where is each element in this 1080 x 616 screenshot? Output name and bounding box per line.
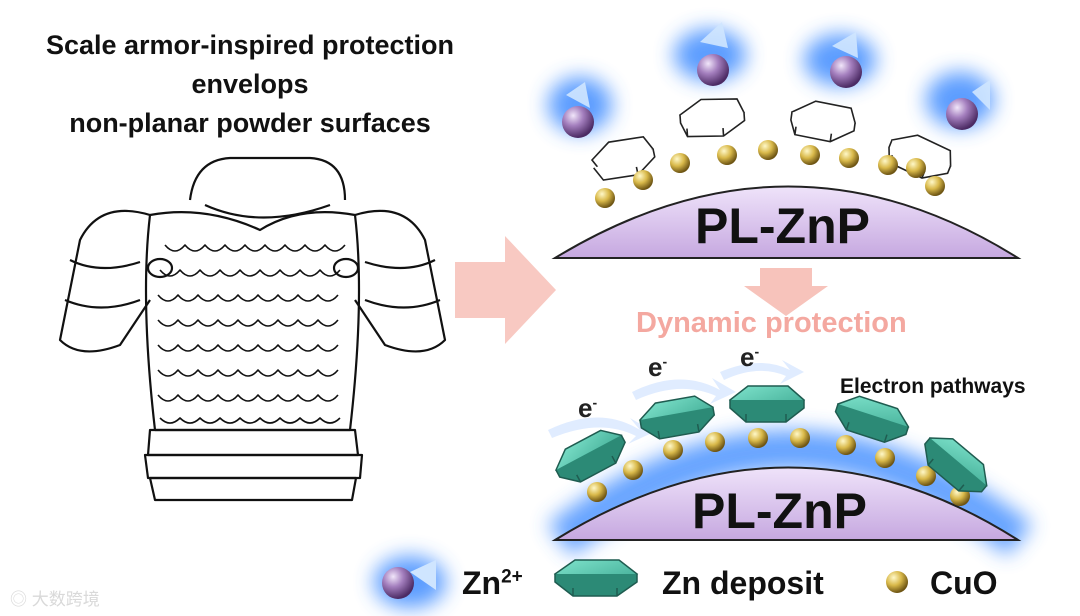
legend bbox=[374, 556, 908, 608]
armor-torso bbox=[144, 211, 361, 432]
armor-right-shoulder bbox=[354, 209, 447, 353]
zn-deposits-bottom bbox=[554, 385, 988, 493]
watermark-logo-icon: ◎ bbox=[10, 590, 32, 609]
figure-title: Scale armor-inspired protection envelops… bbox=[0, 26, 500, 143]
process-arrow bbox=[744, 268, 828, 316]
armor-scales bbox=[157, 244, 346, 424]
title-line-1: Scale armor-inspired protection bbox=[45, 30, 455, 60]
armor-belt bbox=[146, 428, 360, 457]
legend-zn-ion-icon bbox=[382, 567, 414, 599]
process-label: Dynamic protection bbox=[636, 307, 907, 339]
legend-cuo-label: CuO bbox=[930, 565, 998, 601]
hex-outlines-top bbox=[590, 98, 952, 181]
top-panel bbox=[548, 22, 1022, 259]
zn-ion bbox=[946, 98, 978, 130]
armor-left-shoulder bbox=[58, 209, 151, 353]
scale-armor-sketch bbox=[58, 156, 447, 502]
bottom-panel bbox=[547, 360, 1033, 556]
armor-collar bbox=[188, 156, 347, 201]
electron-label-2: e- bbox=[648, 352, 668, 382]
electron-label-1: e- bbox=[578, 393, 598, 423]
cuo-particles-top bbox=[595, 140, 945, 208]
zn-ion bbox=[697, 54, 729, 86]
electron-pathways-label: Electron pathways bbox=[840, 375, 1026, 398]
electron-label-3: e- bbox=[740, 342, 760, 372]
legend-zn-deposit-label: Zn deposit bbox=[662, 565, 824, 601]
substrate-label-bottom: PL-ZnP bbox=[692, 483, 867, 539]
watermark: ◎ 大数跨境 bbox=[10, 590, 100, 609]
legend-cuo-icon bbox=[886, 571, 908, 593]
transition-arrow bbox=[455, 236, 556, 344]
legend-zn-deposit-icon bbox=[553, 559, 639, 597]
substrate-dome-top bbox=[551, 185, 1022, 259]
electron-flow-arrows bbox=[548, 360, 804, 444]
title-line-2: envelops bbox=[191, 69, 309, 99]
title-line-3: non-planar powder surfaces bbox=[69, 108, 431, 138]
zn-ion-group-top bbox=[562, 22, 990, 138]
zn-ion bbox=[562, 106, 594, 138]
zn-ion bbox=[830, 56, 862, 88]
substrate-dome-bottom bbox=[551, 466, 1022, 541]
legend-zn-ion-label: Zn2+ bbox=[462, 565, 523, 601]
substrate-label-top: PL-ZnP bbox=[695, 198, 870, 254]
